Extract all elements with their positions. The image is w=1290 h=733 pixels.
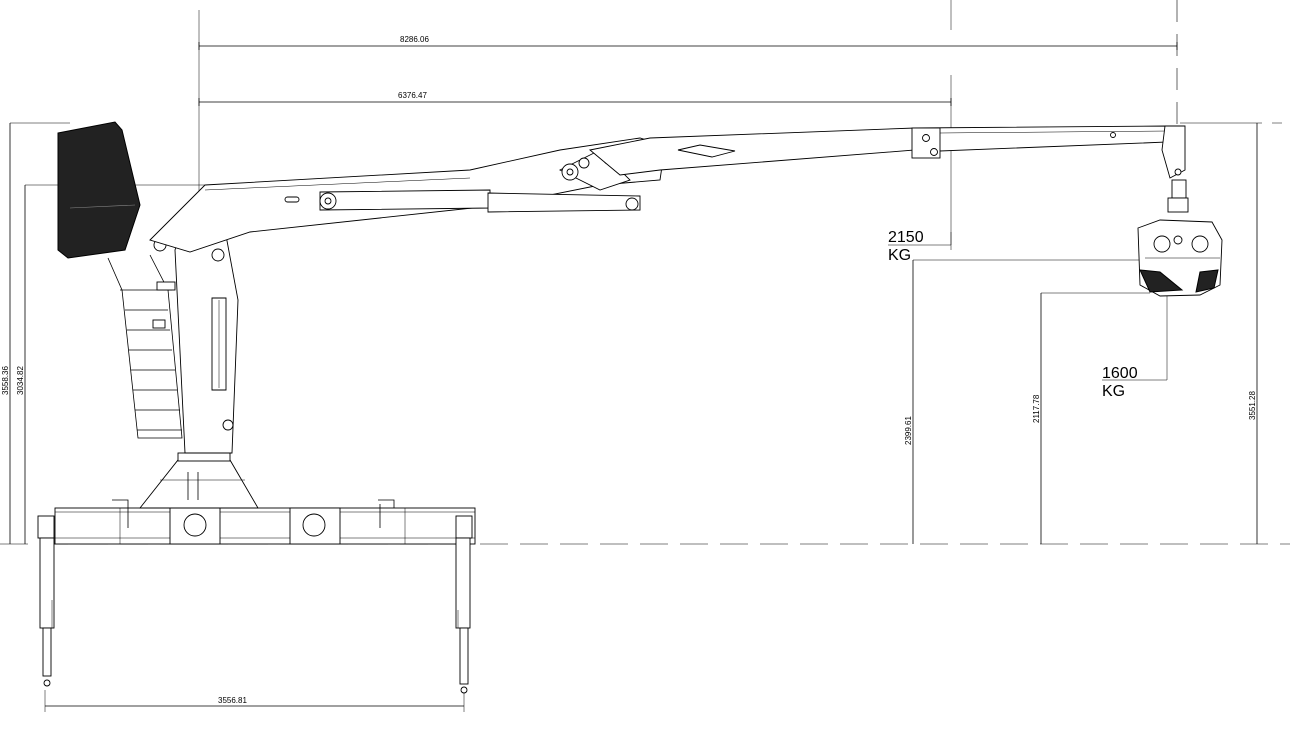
- load-1600-value: 1600: [1102, 365, 1138, 382]
- load-callout-1600: 1600 KG: [1102, 296, 1168, 400]
- dimension-total-reach-label: 8286.06: [400, 35, 429, 44]
- main-cylinder: [319, 189, 641, 213]
- load-1600-unit: KG: [1102, 383, 1125, 400]
- ladder: [107, 254, 183, 439]
- grapple: [1137, 219, 1223, 297]
- load-2150-value: 2150: [888, 229, 924, 246]
- dimension-height-2150: 2399.61: [904, 259, 1140, 544]
- dimension-height-tip: 3551.28: [1180, 122, 1282, 544]
- base-frame: [54, 499, 476, 545]
- dimension-outrigger-span: 3556.81: [44, 690, 465, 712]
- dimension-height-left-outer-label: 3558.36: [1, 366, 10, 395]
- dimension-height-left-outer: 3558.36: [1, 122, 70, 544]
- dimension-height-2150-label: 2399.61: [904, 416, 913, 445]
- dimension-main-reach-label: 6376.47: [398, 91, 427, 100]
- dimension-outrigger-span-label: 3556.81: [218, 696, 247, 705]
- pedestal: [139, 452, 259, 509]
- dimension-height-tip-label: 3551.28: [1248, 391, 1257, 420]
- crane-column: [153, 209, 239, 454]
- operator-seat: [57, 121, 141, 259]
- boom-tip-rotator: [1161, 125, 1189, 213]
- reference-lines: [198, 0, 1178, 544]
- outrigger-left: [37, 515, 55, 687]
- load-2150-unit: KG: [888, 247, 911, 264]
- outrigger-right: [455, 515, 473, 694]
- load-callout-2150: 2150 KG: [888, 229, 952, 264]
- dimension-total-reach: 8286.06: [198, 35, 1178, 50]
- jib-boom: [588, 125, 1169, 176]
- dimension-height-1600: 2117.78: [1032, 292, 1150, 544]
- dimension-height-1600-label: 2117.78: [1032, 394, 1041, 423]
- dimension-height-left-inner-label: 3034.82: [16, 366, 25, 395]
- dimension-main-reach: 6376.47: [198, 91, 952, 106]
